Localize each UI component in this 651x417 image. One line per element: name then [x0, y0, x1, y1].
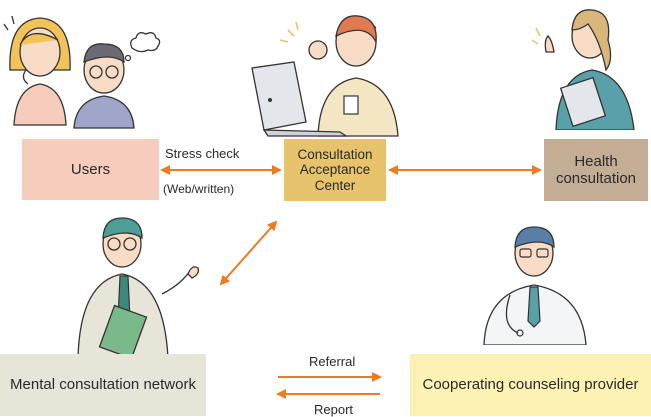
report-label: Report	[314, 402, 354, 417]
mental-label: Mental consultation network	[10, 376, 196, 394]
health-label: Health consultation	[555, 152, 637, 187]
users-box: Users	[22, 139, 159, 200]
center-mental-arrow	[219, 220, 278, 286]
worried-users-illustration	[3, 15, 161, 129]
health-consultant-illustration	[531, 9, 635, 130]
mental-network-box: Mental consultation network	[0, 354, 206, 416]
doctor-illustration	[483, 226, 587, 345]
users-label: Users	[70, 160, 111, 178]
operator-illustration	[251, 15, 399, 137]
referral-label: Referral	[309, 354, 356, 369]
counselor-illustration	[77, 217, 200, 358]
coop-label: Cooperating counseling provider	[422, 376, 639, 394]
stress-check-label: Stress check	[165, 146, 240, 161]
center-label: Consultation Acceptance Center	[297, 146, 373, 193]
stress-check-sublabel: (Web/written)	[163, 182, 235, 196]
health-consultation-box: Health consultation	[544, 139, 648, 201]
consultation-center-box: Consultation Acceptance Center	[284, 139, 386, 201]
cooperating-provider-box: Cooperating counseling provider	[410, 354, 651, 416]
